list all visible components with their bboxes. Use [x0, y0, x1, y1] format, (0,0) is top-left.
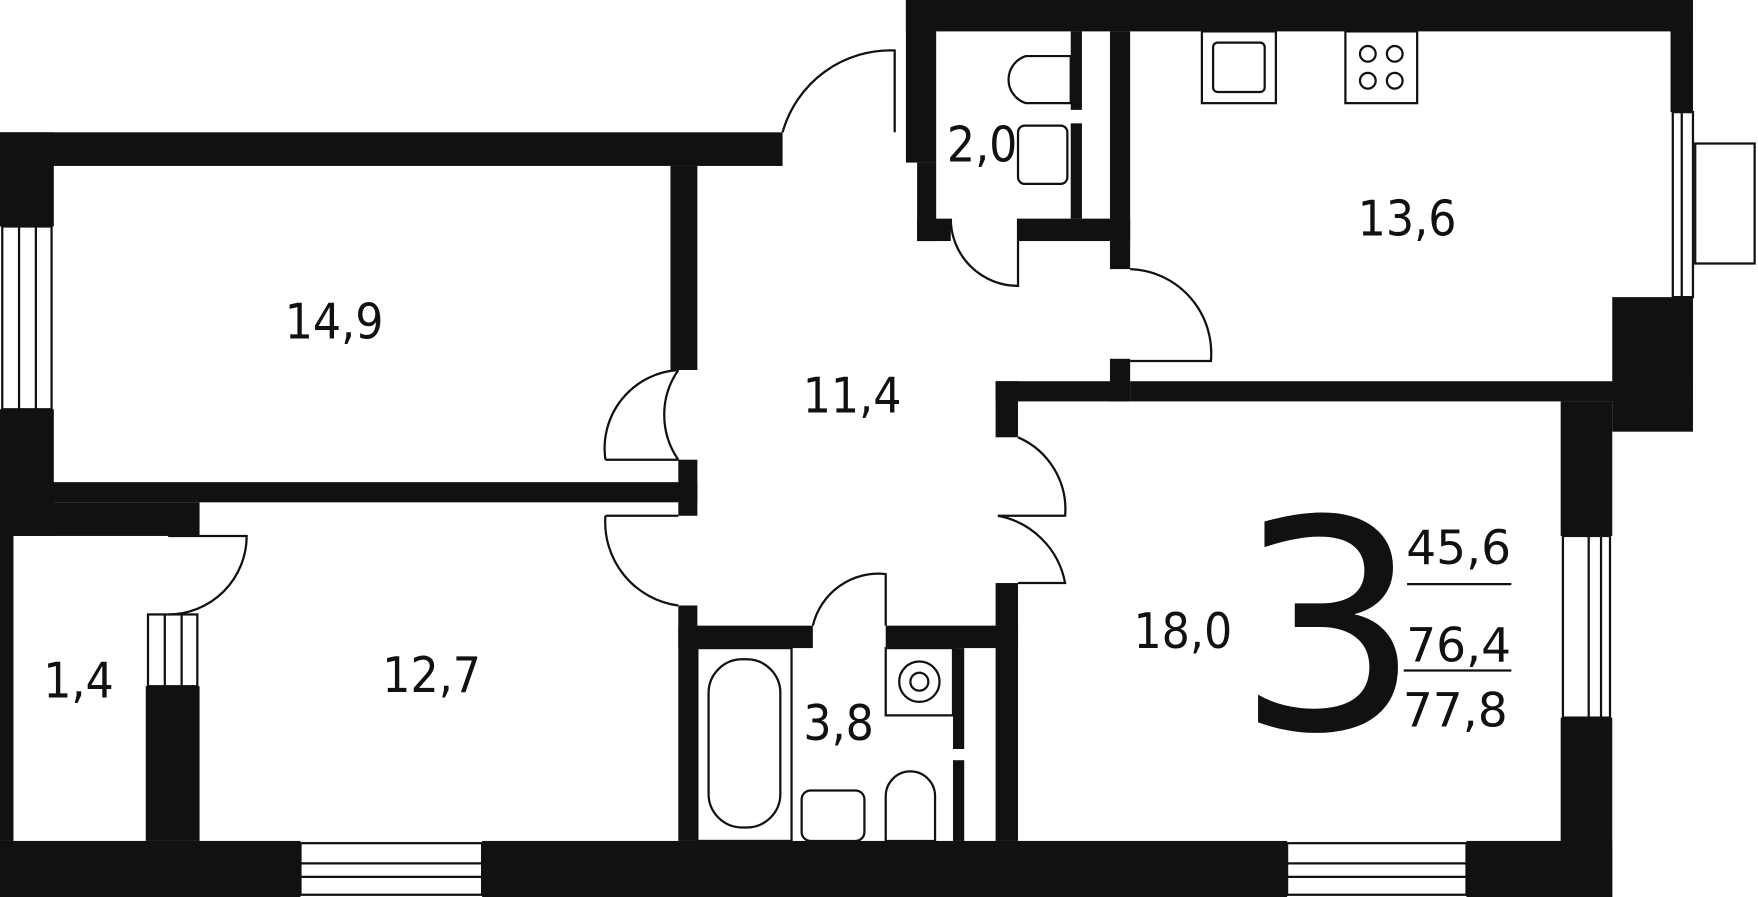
room-area-label: 14,9 [285, 293, 384, 351]
living-area: 45,6 [1406, 521, 1511, 576]
room-area-label: 13,6 [1358, 189, 1457, 247]
washbasin-icon [800, 789, 866, 843]
total-area-with-balcony: 77,8 [1403, 684, 1508, 739]
room-area-label: 2,0 [947, 115, 1018, 173]
washing-machine-icon [884, 646, 955, 717]
room-area-label: 11,4 [803, 367, 902, 425]
windows [1, 111, 1756, 896]
total-area: 76,4 [1406, 619, 1511, 674]
toilet-icon [884, 770, 937, 843]
room-area-label: 3,8 [803, 694, 874, 752]
toilet-icon [1007, 54, 1072, 105]
bathtub-icon [696, 646, 793, 843]
room-area-label: 1,4 [43, 651, 114, 709]
walls [0, 0, 1693, 897]
room-count: 3 [1236, 458, 1421, 798]
stove-icon [1344, 30, 1419, 105]
room-area-label: 18,0 [1133, 602, 1232, 660]
sink-icon [1200, 30, 1278, 105]
fixtures [696, 30, 1419, 843]
doors [168, 49, 1213, 626]
washbasin-icon [1016, 124, 1069, 186]
room-area-label: 12,7 [382, 646, 481, 704]
